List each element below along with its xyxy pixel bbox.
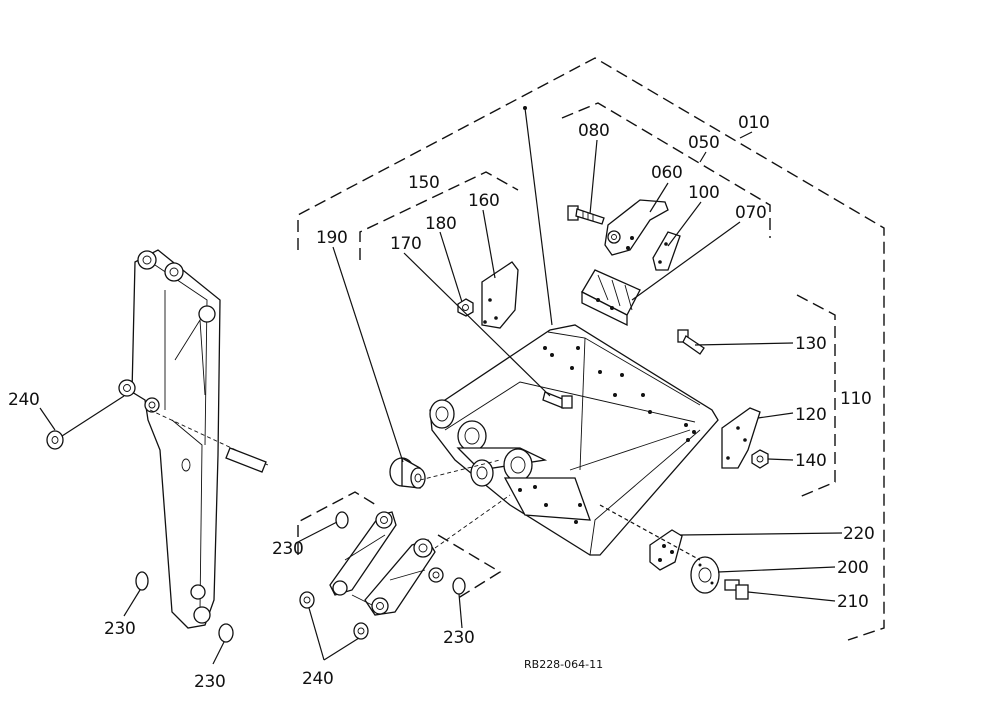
group-bracket-150 [359, 171, 519, 260]
link-assembly [329, 511, 444, 616]
callout-220: 220 [843, 524, 875, 544]
washer-240-left [46, 430, 64, 450]
group-bracket-link-left [297, 491, 377, 555]
callout-230-link-left: 230 [272, 539, 304, 559]
part-130-bolt [677, 329, 705, 355]
callout-010: 010 [738, 113, 770, 133]
group-bracket-050 [561, 102, 771, 238]
o-ring-230-left-mid [135, 571, 149, 591]
callout-080: 080 [578, 121, 610, 141]
callout-130: 130 [795, 334, 827, 354]
part-200-washer [690, 556, 720, 594]
callout-110: 110 [840, 389, 872, 409]
part-060-bracket [604, 199, 669, 256]
o-ring-230-left-low [218, 623, 234, 643]
arm-assembly [118, 249, 269, 629]
callout-230-left-mid: 230 [104, 619, 136, 639]
part-160-plate [481, 261, 519, 329]
o-ring-230-link-left [335, 511, 349, 529]
group-bracket-110 [796, 294, 836, 499]
washer-240-bottom-a [299, 591, 315, 609]
callout-100: 100 [688, 183, 720, 203]
part-100-plate [652, 231, 681, 271]
part-140-nut [751, 449, 769, 469]
callout-240-bottom: 240 [302, 669, 334, 689]
callout-140: 140 [795, 451, 827, 471]
callout-060: 060 [651, 163, 683, 183]
part-180-nut [457, 298, 474, 317]
callout-210: 210 [837, 592, 869, 612]
part-210-bolt [724, 579, 749, 600]
callout-labels: 010 050 080 060 100 070 150 160 180 190 … [8, 113, 875, 692]
callout-160: 160 [468, 191, 500, 211]
main-frame [429, 324, 719, 556]
drawing-code: RB228-064-11 [524, 658, 603, 671]
group-bracket-010 [297, 57, 885, 641]
part-080-bolt [567, 205, 605, 225]
callout-120: 120 [795, 405, 827, 425]
callout-180: 180 [425, 214, 457, 234]
callout-230-link-right: 230 [443, 628, 475, 648]
group-bracket-link-right [437, 534, 502, 601]
part-190-bushing [389, 456, 426, 489]
o-ring-230-link-right [452, 577, 466, 595]
callout-240-left: 240 [8, 390, 40, 410]
callout-230-left-low: 230 [194, 672, 226, 692]
part-070-block [581, 269, 641, 327]
callout-150: 150 [408, 173, 440, 193]
callout-070: 070 [735, 203, 767, 223]
callout-170: 170 [390, 234, 422, 254]
callout-190: 190 [316, 228, 348, 248]
part-120-plate [721, 407, 761, 469]
washer-240-bottom-b [353, 622, 369, 640]
callout-050: 050 [688, 133, 720, 153]
part-220-plate [649, 529, 683, 571]
callout-200: 200 [837, 558, 869, 578]
leader-lines [39, 106, 843, 665]
